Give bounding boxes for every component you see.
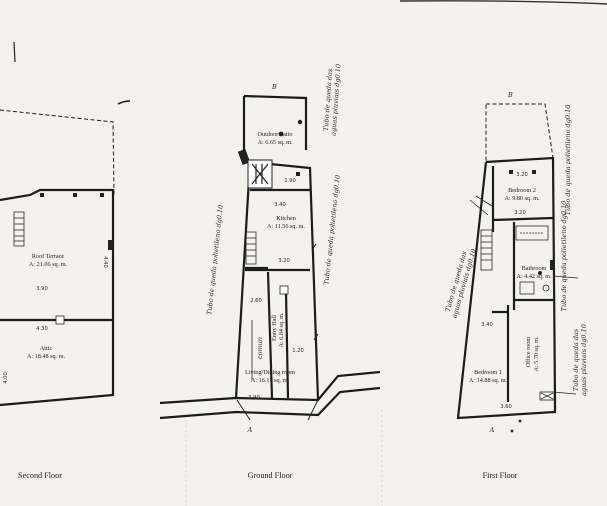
caption-ground-floor: Ground Floor bbox=[248, 471, 293, 480]
dimension-label: 3.20 bbox=[516, 172, 528, 178]
first-floor-plan: B 3.20 Bedroom 2 A: 9.80 sq. m. 3.20 Bat… bbox=[444, 91, 588, 434]
second-floor-plan: Roof Terrace A: 21.06 sq. m. 3.90 4.30 4… bbox=[0, 41, 115, 407]
dimension-label: 3.40 bbox=[274, 202, 286, 208]
office-label: Office room bbox=[525, 337, 532, 367]
drainpipe-note: Tubo de queda polietileno dg0.10 bbox=[205, 204, 225, 315]
drainpipe-note: Tubo de queda das bbox=[572, 328, 580, 391]
scan-edge-mark bbox=[399, 0, 607, 5]
pencil-mark bbox=[13, 41, 16, 63]
ground-outer-wall-left bbox=[234, 161, 252, 399]
drainpipe-note: aguas pluviais dg0.10 bbox=[580, 324, 588, 396]
first-floor-stair bbox=[480, 229, 493, 271]
ground-outer-wall-right bbox=[249, 160, 320, 401]
first-floor-wall-left bbox=[456, 161, 557, 420]
dimension-label: 4.40 bbox=[102, 256, 108, 268]
section-marker-a: A bbox=[247, 426, 253, 434]
section-marker-b: B bbox=[507, 91, 513, 99]
kitchen-label: Kitchen bbox=[276, 215, 296, 222]
kitchen-area: A: 11.56 sq. m. bbox=[267, 223, 305, 230]
dimension-label: 3.40 bbox=[481, 322, 493, 328]
dimension-label: 4.30 bbox=[36, 326, 48, 332]
attic-label: Attic bbox=[40, 345, 53, 352]
dimension-label: 3.20 bbox=[514, 210, 526, 216]
dimension-label: 4.00 bbox=[3, 372, 9, 384]
second-floor-stair bbox=[13, 211, 25, 247]
section-marker-b: B bbox=[271, 83, 277, 91]
first-floor-wall-right bbox=[485, 156, 557, 401]
outdoor-patio-area: A: 6.65 sq. m. bbox=[257, 139, 293, 146]
ground-floor-plan: B Outdoor Patio A: 6.65 sq. m. 1.90 3.4 bbox=[117, 64, 381, 434]
entry-hall-wall bbox=[266, 271, 274, 399]
dimension-label: 1.90 bbox=[284, 178, 296, 184]
dimension-label: 3.20 bbox=[278, 258, 290, 264]
office-area: A: 5.70 sq. m. bbox=[533, 336, 540, 372]
bathroom-label: Bathroom bbox=[522, 265, 547, 272]
bathroom-area: A: 4.42 sq. m. bbox=[516, 273, 552, 280]
first-floor-terrace-outline bbox=[485, 103, 554, 163]
dimension-label: 3.60 bbox=[500, 404, 512, 410]
living-room-area: A: 16.17 sq. m. bbox=[251, 377, 290, 384]
terrace-outline bbox=[0, 109, 115, 196]
bedroom2-bottom-wall bbox=[492, 216, 554, 222]
outdoor-patio-label: Outdoor Patio bbox=[258, 131, 293, 138]
entry-hall-area: A: 6.84 sq. m. bbox=[278, 312, 285, 348]
bathtub bbox=[515, 225, 549, 241]
drainpipe-note: Tubo de queda polietileno dg0.10 bbox=[322, 174, 342, 285]
ground-stair bbox=[245, 231, 257, 265]
attic-area: A: 18.48 sq. m. bbox=[27, 353, 66, 360]
living-room-label: Living/Dining room bbox=[245, 369, 295, 376]
drainpipe-note: Tubo de queda polietileno dg0.10 bbox=[560, 201, 568, 312]
bedroom1-label: Bedroom 1 bbox=[474, 369, 502, 376]
entry-hall-label: Entry Hall bbox=[271, 315, 278, 341]
dimension-label: 3.90 bbox=[36, 286, 48, 292]
dimension-label: 3.90 bbox=[248, 395, 260, 401]
bedroom2-area: A: 9.80 sq. m. bbox=[504, 195, 540, 202]
caption-second-floor: Second Floor bbox=[18, 471, 62, 480]
section-marker-a: A bbox=[489, 426, 495, 434]
comun-label: comun bbox=[256, 337, 264, 359]
bedroom1-area: A: 14.88 sq. m. bbox=[469, 377, 508, 384]
caption-first-floor: First Floor bbox=[483, 471, 518, 480]
second-floor-outline bbox=[0, 188, 115, 407]
dimension-label: 2.60 bbox=[250, 298, 262, 304]
bedroom2-label: Bedroom 2 bbox=[508, 187, 536, 194]
street-curb bbox=[159, 386, 381, 420]
roof-terrace-area: A: 21.06 sq. m. bbox=[29, 261, 68, 268]
patio-wall bbox=[243, 94, 308, 150]
dimension-label: 1.20 bbox=[292, 348, 304, 354]
drainpipe-note: Tubo de queda polietileno dg0.10 bbox=[564, 105, 572, 216]
roof-terrace-label: Roof Terrace bbox=[32, 253, 65, 260]
